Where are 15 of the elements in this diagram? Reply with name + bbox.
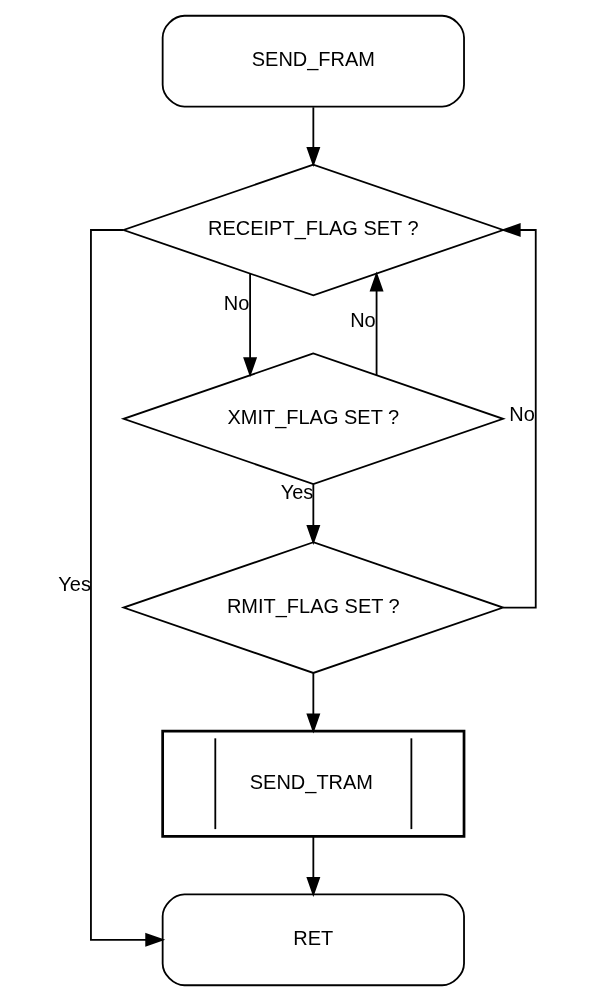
arrow xyxy=(369,271,384,376)
edge-label: No xyxy=(350,308,376,331)
arrow xyxy=(306,672,321,734)
node-box: SEND_FRAM xyxy=(161,14,465,108)
edge-label: No xyxy=(509,403,535,426)
node-diamond: XMIT_FLAG SET ? xyxy=(120,352,506,486)
arrow xyxy=(500,223,537,609)
arrow xyxy=(90,229,166,947)
arrow xyxy=(243,272,258,378)
arrow xyxy=(306,106,321,168)
node-box: RET xyxy=(161,893,465,987)
arrow xyxy=(306,483,321,545)
node-diamond: RMIT_FLAG SET ? xyxy=(120,541,506,674)
node-box: SEND_TRAM xyxy=(161,729,466,838)
arrow xyxy=(306,835,321,898)
